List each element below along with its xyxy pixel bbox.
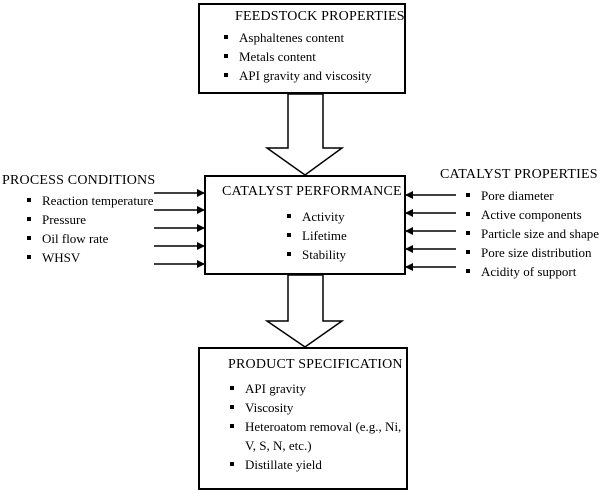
list-item: Pore size distribution <box>465 243 599 262</box>
list-item: API gravity and viscosity <box>223 66 372 85</box>
list-item: Oil flow rate <box>26 229 154 248</box>
catalyst-properties-title: CATALYST PROPERTIES <box>440 167 598 182</box>
list-item: Particle size and shape <box>465 224 599 243</box>
product-specification-list: API gravity Viscosity Heteroatom removal… <box>229 379 401 436</box>
list-item: Stability <box>286 245 347 264</box>
feedstock-properties-box: FEEDSTOCK PROPERTIES Asphaltenes content… <box>198 3 406 94</box>
list-item: Lifetime <box>286 226 347 245</box>
process-conditions-list: Reaction temperature Pressure Oil flow r… <box>26 191 154 267</box>
product-specification-box: PRODUCT SPECIFICATION API gravity Viscos… <box>198 347 408 490</box>
list-item: API gravity <box>229 379 401 398</box>
list-item: Pressure <box>26 210 154 229</box>
catalyst-performance-box: CATALYST PERFORMANCE Activity Lifetime S… <box>204 175 406 275</box>
process-conditions-title: PROCESS CONDITIONS <box>2 173 156 188</box>
feedstock-properties-title: FEEDSTOCK PROPERTIES <box>235 9 405 24</box>
list-item: Acidity of support <box>465 262 599 281</box>
list-item: Viscosity <box>229 398 401 417</box>
list-item: Heteroatom removal (e.g., Ni, <box>229 417 401 436</box>
catalyst-performance-title: CATALYST PERFORMANCE <box>222 184 402 199</box>
block-arrow-feedstock-to-performance <box>264 93 345 176</box>
list-item-continuation: V, S, N, etc.) <box>245 438 312 453</box>
list-item: Active components <box>465 205 599 224</box>
feedstock-properties-list: Asphaltenes content Metals content API g… <box>223 28 372 85</box>
list-item: Asphaltenes content <box>223 28 372 47</box>
product-specification-list-tail: Distillate yield <box>229 455 322 474</box>
list-item: Pore diameter <box>465 186 599 205</box>
catalyst-performance-list: Activity Lifetime Stability <box>286 207 347 264</box>
catalyst-properties-list: Pore diameter Active components Particle… <box>465 186 599 281</box>
list-item: Distillate yield <box>229 455 322 474</box>
product-specification-title: PRODUCT SPECIFICATION <box>228 357 403 372</box>
product-specification-continuation: V, S, N, etc.) <box>245 436 312 455</box>
block-arrow-performance-to-product <box>264 274 345 348</box>
list-item: Reaction temperature <box>26 191 154 210</box>
list-item: Metals content <box>223 47 372 66</box>
list-item: WHSV <box>26 248 154 267</box>
list-item: Activity <box>286 207 347 226</box>
